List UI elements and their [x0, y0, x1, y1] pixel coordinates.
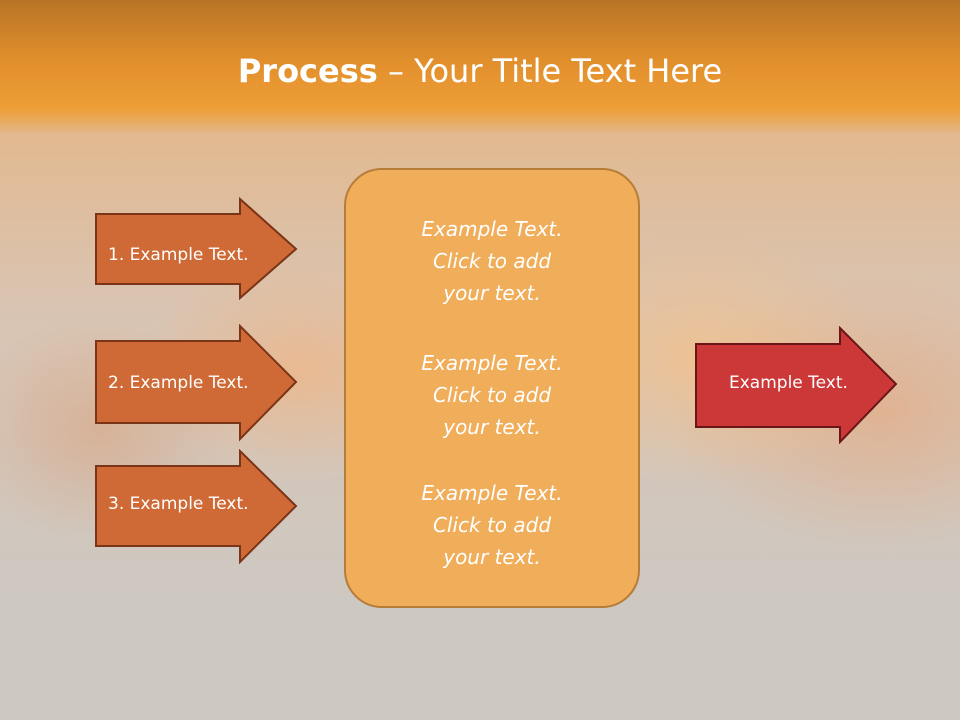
center-text-2-line-1: Example Text.	[421, 351, 563, 375]
center-text-1-line-3: your text.	[443, 281, 541, 305]
right-arrow[interactable]	[694, 326, 900, 444]
title-bold-part: Process	[237, 52, 378, 90]
left-arrow-1[interactable]	[94, 197, 300, 301]
left-arrow-3-label: 3. Example Text.	[108, 494, 249, 514]
center-text-1-line-2: Click to add	[432, 249, 552, 273]
center-text-3-line-3: your text.	[443, 545, 541, 569]
center-text-block-2: Example Text. Click to add your text.	[344, 347, 640, 443]
center-text-2-line-2: Click to add	[432, 383, 552, 407]
left-arrow-2[interactable]	[94, 324, 300, 442]
right-arrow-label: Example Text.	[729, 373, 848, 393]
center-text-block-3: Example Text. Click to add your text.	[344, 477, 640, 573]
center-text-block-1: Example Text. Click to add your text.	[344, 213, 640, 309]
center-text-1-line-1: Example Text.	[421, 217, 563, 241]
center-text-3-line-1: Example Text.	[421, 481, 563, 505]
center-text-box[interactable]	[344, 168, 640, 608]
title-band	[0, 0, 960, 135]
title-rest-part: – Your Title Text Here	[377, 52, 723, 90]
center-text-2-line-3: your text.	[443, 415, 541, 439]
left-arrow-2-label: 2. Example Text.	[108, 373, 249, 393]
left-arrow-3[interactable]	[94, 449, 300, 565]
slide-title[interactable]: Process – Your Title Text Here	[0, 52, 960, 90]
left-arrow-1-label: 1. Example Text.	[108, 245, 249, 265]
center-text-3-line-2: Click to add	[432, 513, 552, 537]
